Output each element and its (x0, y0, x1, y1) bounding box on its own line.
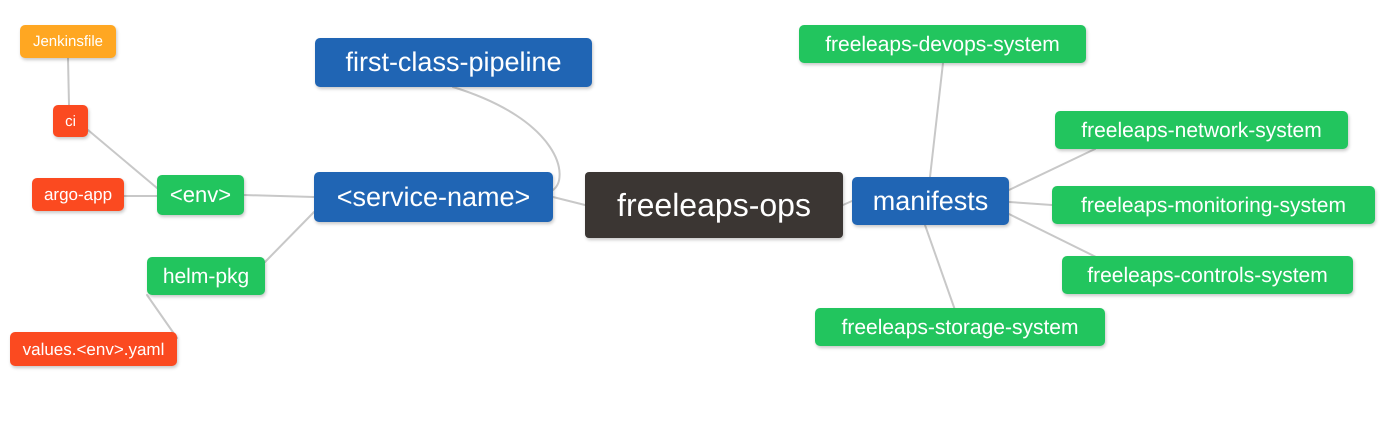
edge-ci-to-jenkinsfile (67, 57, 70, 106)
node-first-class-pipeline[interactable]: first-class-pipeline (315, 38, 592, 87)
edge-service-name-to-env (243, 194, 315, 198)
node-jenkinsfile[interactable]: Jenkinsfile (20, 25, 116, 58)
node-ci[interactable]: ci (53, 105, 88, 137)
node-values-env-yaml[interactable]: values.<env>.yaml (10, 332, 177, 366)
node-argo-app[interactable]: argo-app (32, 178, 124, 211)
edge-manifests-to-freeleaps-storage-system (924, 224, 956, 311)
node-helm-pkg[interactable]: helm-pkg (147, 257, 265, 295)
edge-manifests-to-freeleaps-network-system (1008, 148, 1096, 191)
edge-freeleaps-ops-to-service-name (552, 196, 586, 206)
node-freeleaps-network-system[interactable]: freeleaps-network-system (1055, 111, 1348, 149)
edge-service-name-to-helm-pkg (264, 211, 315, 263)
node-freeleaps-storage-system[interactable]: freeleaps-storage-system (815, 308, 1105, 346)
node-manifests[interactable]: manifests (852, 177, 1009, 225)
node-freeleaps-controls-system[interactable]: freeleaps-controls-system (1062, 256, 1353, 294)
node-service-name[interactable]: <service-name> (314, 172, 553, 222)
edge-manifests-to-freeleaps-devops-system (929, 62, 944, 178)
node-freeleaps-devops-system[interactable]: freeleaps-devops-system (799, 25, 1086, 63)
node-env[interactable]: <env> (157, 175, 244, 215)
edge-freeleaps-ops-to-manifests (842, 200, 853, 206)
edge-manifests-to-freeleaps-monitoring-system (1008, 201, 1053, 206)
node-freeleaps-ops[interactable]: freeleaps-ops (585, 172, 843, 238)
node-freeleaps-monitoring-system[interactable]: freeleaps-monitoring-system (1052, 186, 1375, 224)
